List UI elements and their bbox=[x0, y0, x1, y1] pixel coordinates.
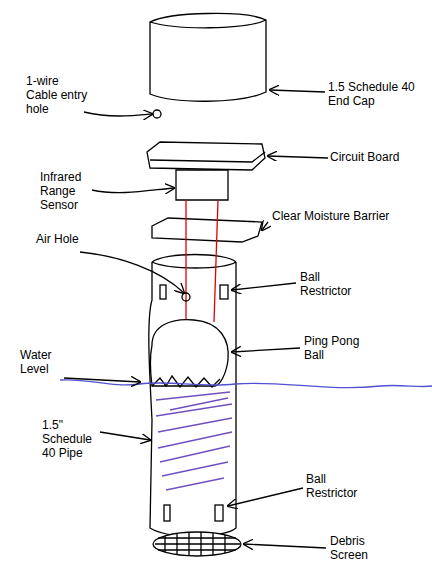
ball-restrictor bbox=[220, 285, 228, 299]
end-cap bbox=[150, 13, 266, 118]
part-label: 1-wire Cable entry hole bbox=[26, 74, 90, 116]
part-label: 1.5" Schedule 40 Pipe bbox=[42, 418, 98, 460]
ping-pong-ball bbox=[151, 320, 229, 386]
part-label: Air Hole bbox=[36, 232, 116, 246]
water-hatch bbox=[156, 392, 232, 490]
pipe bbox=[149, 255, 236, 537]
air-hole bbox=[182, 293, 190, 301]
part-label: Clear Moisture Barrier bbox=[272, 209, 422, 223]
part-label: Circuit Board bbox=[330, 150, 430, 164]
part-label: Water Level bbox=[20, 348, 60, 376]
part-label: Debris Screen bbox=[330, 534, 380, 562]
moisture-barrier bbox=[152, 218, 262, 242]
part-label: Ping Pong Ball bbox=[304, 334, 366, 362]
ball-restrictor bbox=[215, 505, 223, 521]
part-label: Ball Restrictor bbox=[300, 270, 360, 298]
part-label: Ball Restrictor bbox=[306, 472, 366, 500]
ir-sensor bbox=[176, 170, 228, 200]
part-label: 1.5 Schedule 40 End Cap bbox=[328, 80, 423, 108]
part-label: Infrared Range Sensor bbox=[40, 170, 90, 212]
cable-hole bbox=[153, 110, 161, 118]
leader-lines bbox=[64, 90, 328, 548]
debris-screen bbox=[153, 532, 241, 556]
circuit-board bbox=[147, 142, 265, 200]
